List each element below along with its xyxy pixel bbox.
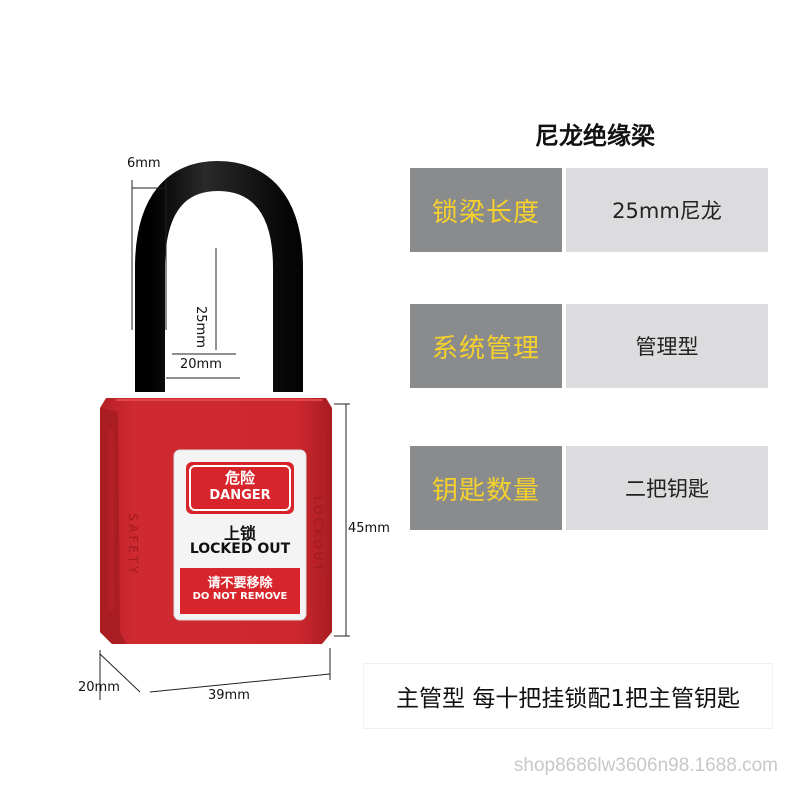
spec-row-system-management: 系统管理 管理型 — [410, 304, 768, 388]
dim-shackle-diameter: 6mm — [127, 156, 161, 171]
spec-key: 钥匙数量 — [410, 446, 562, 530]
dim-shackle-clearance: 20mm — [180, 357, 222, 372]
spec-divider — [562, 446, 566, 530]
dim-body-depth: 20mm — [78, 680, 120, 695]
spec-key: 锁梁长度 — [410, 168, 562, 252]
spec-row-key-count: 钥匙数量 二把钥匙 — [410, 446, 768, 530]
label-locked-en: LOCKED OUT — [189, 541, 291, 557]
side-text-safety: SAFETY — [126, 513, 140, 577]
danger-label — [173, 449, 307, 621]
master-key-note: 主管型 每十把挂锁配1把主管钥匙 — [364, 664, 772, 728]
label-remove-cn: 请不要移除 — [207, 576, 273, 591]
spec-divider — [562, 168, 566, 252]
dim-shackle-height: 25mm — [193, 306, 208, 348]
label-danger-cn: 危险 — [224, 469, 255, 487]
label-remove-en: DO NOT REMOVE — [192, 591, 288, 602]
label-locked-cn: 上锁 — [223, 524, 256, 543]
shop-watermark: shop8686lw3606n98.1688.com — [513, 755, 778, 776]
spec-value: 管理型 — [566, 304, 768, 388]
spec-value: 二把钥匙 — [566, 446, 768, 530]
spec-key: 系统管理 — [410, 304, 562, 388]
shackle — [135, 160, 303, 392]
dim-body-width: 39mm — [208, 688, 250, 703]
label-danger-en: DANGER — [209, 488, 271, 503]
side-text-lockout: LOCKOUT — [311, 496, 325, 574]
spec-title: 尼龙绝缘梁 — [535, 122, 655, 150]
spec-value: 25mm尼龙 — [566, 168, 768, 252]
dim-body-height: 45mm — [348, 521, 390, 536]
spec-row-shackle-length: 锁梁长度 25mm尼龙 — [410, 168, 768, 252]
dimension-lines — [99, 180, 350, 700]
spec-divider — [562, 304, 566, 388]
